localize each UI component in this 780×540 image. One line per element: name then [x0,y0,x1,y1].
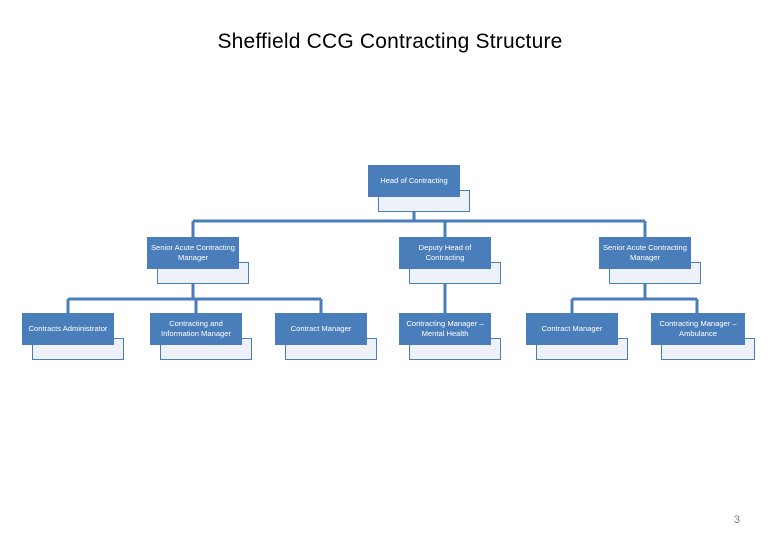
org-node-label: Contracting Manager – Mental Health [406,319,484,338]
org-node-label: Head of Contracting [380,176,448,186]
org-node-box: Contract Manager [526,313,618,345]
org-node-label: Contracts Administrator [28,324,108,334]
org-node-senior-acute-contracting-manager-left[interactable]: Senior Acute Contracting Manager [147,237,249,293]
page-title: Sheffield CCG Contracting Structure [217,30,563,53]
org-node-label: Senior Acute Contracting Manager [150,243,235,262]
org-node-box: Contract Manager [275,313,367,345]
org-node-box: Contracting and Information Manager [150,313,242,345]
org-node-box: Senior Acute Contracting Manager [599,237,691,269]
org-node-contract-manager-1[interactable]: Contract Manager [275,313,377,369]
org-node-contracting-and-information-manager[interactable]: Contracting and Information Manager [150,313,252,369]
org-node-box: Deputy Head of Contracting [399,237,491,269]
org-node-box: Contracts Administrator [22,313,114,345]
org-node-senior-acute-contracting-manager-right[interactable]: Senior Acute Contracting Manager [599,237,701,293]
org-node-contract-manager-2[interactable]: Contract Manager [526,313,628,369]
org-node-contracting-manager-mental-health[interactable]: Contracting Manager – Mental Health [399,313,501,369]
org-node-head-of-contracting[interactable]: Head of Contracting [368,165,470,221]
org-node-box: Senior Acute Contracting Manager [147,237,239,269]
org-node-box: Contracting Manager – Ambulance [651,313,745,345]
org-node-contracting-manager-ambulance[interactable]: Contracting Manager – Ambulance [651,313,755,369]
org-node-box: Head of Contracting [368,165,460,197]
org-node-label: Contract Manager [290,324,352,334]
org-node-label: Contracting and Information Manager [160,319,232,338]
org-node-contracts-administrator[interactable]: Contracts Administrator [22,313,124,369]
org-node-label: Deputy Head of Contracting [418,243,472,262]
page-number: 3 [733,514,740,526]
org-node-label: Contract Manager [541,324,603,334]
org-node-label: Contracting Manager – Ambulance [659,319,737,338]
org-node-deputy-head-of-contracting[interactable]: Deputy Head of Contracting [399,237,501,293]
org-node-box: Contracting Manager – Mental Health [399,313,491,345]
org-node-label: Senior Acute Contracting Manager [602,243,687,262]
